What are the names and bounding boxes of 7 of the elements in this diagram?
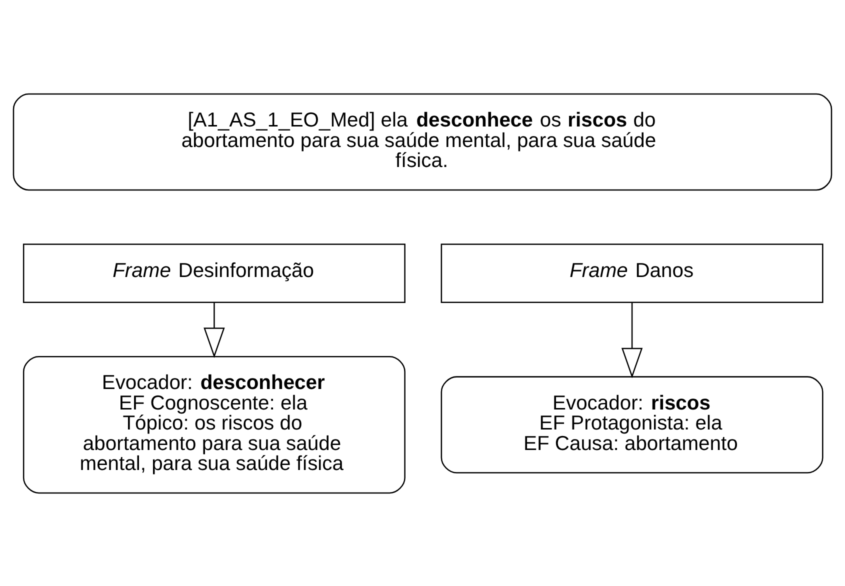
node-box: Evocador: desconhecer EF Cognoscente: ela Tópico: os riscos do abortamento para sua saúde mental, para sua saúde física bbox=[22, 355, 406, 494]
node-box: Evocador: riscos EF Protagonista: ela EF Causa: abortamento bbox=[440, 376, 824, 473]
arrow bbox=[621, 302, 643, 378]
node-box: Frame Desinformação bbox=[22, 243, 406, 302]
node-box: Frame Danos bbox=[440, 243, 824, 302]
node-box: [A1_AS_1_EO_Med] ela desconhece os riscos do abortamento para sua saúde mental, para sua saúde física. bbox=[12, 92, 832, 190]
arrow bbox=[204, 302, 225, 358]
